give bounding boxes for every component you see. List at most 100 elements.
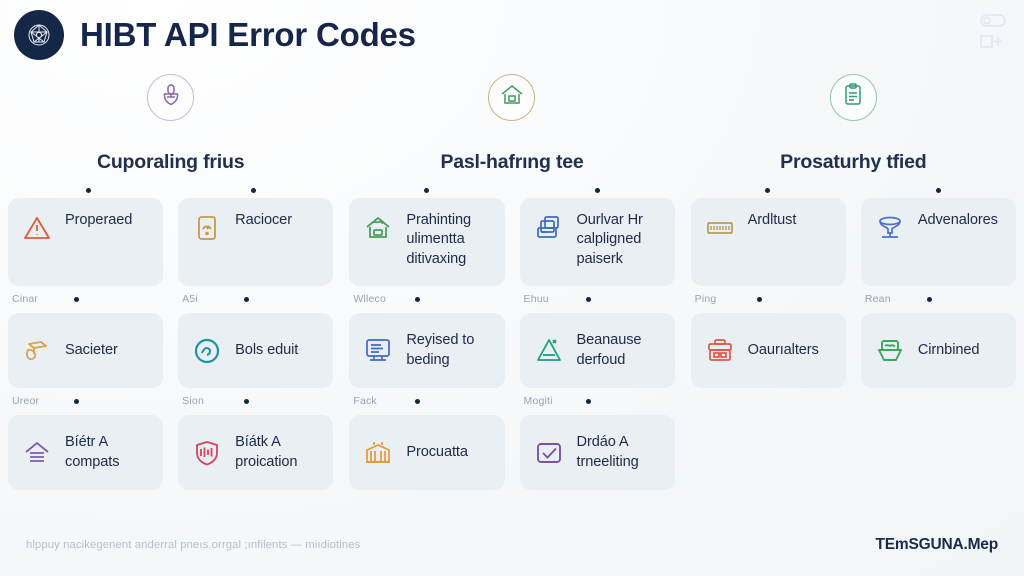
error-card[interactable]: Oaurıalters bbox=[690, 313, 846, 388]
bullet-dot bbox=[250, 188, 256, 193]
bullet-dot bbox=[85, 188, 91, 193]
bullet-dot bbox=[74, 398, 79, 404]
grid-cell: Cirnbined bbox=[860, 313, 1016, 388]
brand-logo bbox=[14, 10, 64, 60]
grid-cell: Bíétr A compats bbox=[8, 415, 164, 490]
column-1-icon-ring bbox=[488, 74, 536, 121]
column-0: Cuporaling frius bbox=[0, 74, 341, 193]
error-card[interactable]: Bíétr A compats bbox=[8, 415, 164, 490]
card-caption: Mogiti bbox=[523, 395, 553, 407]
card-caption-row: Fack bbox=[349, 388, 504, 415]
bullet-dot bbox=[415, 398, 421, 404]
bullet-dot bbox=[415, 296, 421, 302]
house-icon bbox=[499, 82, 525, 113]
error-card[interactable]: Bols eduit bbox=[178, 313, 334, 388]
error-card[interactable]: Properaed bbox=[8, 198, 164, 286]
error-card[interactable]: Bíátk A proication bbox=[178, 415, 334, 490]
column-headings: Cuporaling frius Pasl-hafrıng tee bbox=[0, 74, 1024, 193]
checkbox-icon bbox=[532, 436, 566, 470]
error-card-label: Raciocer bbox=[235, 212, 292, 228]
column-2-icon-ring bbox=[829, 74, 877, 121]
error-card-label: Bíátk A proication bbox=[235, 434, 298, 470]
grid-cell: Properaed Cinar bbox=[8, 198, 164, 313]
badge-label-icon bbox=[703, 211, 737, 245]
grid-cell: Sacieter Ureor bbox=[8, 313, 164, 415]
card-caption-row: Mogiti bbox=[520, 388, 675, 415]
grid-row: Prahinting ulimentta ditivaxing Wlleco bbox=[349, 198, 675, 313]
error-card[interactable]: Raciocer bbox=[178, 198, 334, 286]
error-card[interactable]: Cirnbined bbox=[860, 313, 1016, 388]
card-caption-row: Wlleco bbox=[349, 286, 504, 313]
error-card[interactable]: Reyised to beding bbox=[349, 313, 505, 388]
column-1: Pasl-hafrıng tee bbox=[341, 74, 682, 193]
corner-watermark bbox=[980, 14, 1006, 53]
error-card[interactable]: Ourlvar Hr calpligned paiserk bbox=[519, 198, 675, 286]
card-caption: Rean bbox=[864, 293, 891, 305]
bullet-dot bbox=[423, 188, 429, 193]
error-card-label: Properaed bbox=[65, 212, 133, 228]
clipboard-icon bbox=[840, 82, 866, 113]
square-plus-icon bbox=[980, 35, 1006, 53]
grid-row: Properaed Cinar bbox=[8, 198, 334, 313]
error-card-label: Prahinting ulimentta ditivaxing bbox=[406, 212, 472, 267]
error-card-label: Bols eduit bbox=[235, 341, 299, 358]
error-card-label: Sacieter bbox=[65, 341, 118, 358]
error-card[interactable]: Prahinting ulimentta ditivaxing bbox=[349, 198, 505, 286]
basket-laptop-icon bbox=[873, 334, 907, 368]
funnel-table-icon bbox=[873, 211, 907, 245]
error-card[interactable]: Beanause derfoud bbox=[519, 313, 675, 388]
error-card[interactable]: Advenalores bbox=[860, 198, 1016, 286]
hand-box-icon bbox=[20, 334, 54, 368]
shield-icon bbox=[190, 436, 224, 470]
card-caption: Sion bbox=[182, 395, 204, 407]
column-2-bullets bbox=[683, 188, 1024, 193]
bullet-dot bbox=[244, 296, 250, 302]
page-title: HIBT API Error Codes bbox=[80, 16, 416, 53]
error-card[interactable]: Drdáo A trneeliting bbox=[519, 415, 675, 490]
page-footer: hlppuy nacikegenent anderral pneıs.orrga… bbox=[0, 514, 1024, 576]
column-0-bullets bbox=[0, 188, 341, 193]
card-caption: Cinar bbox=[12, 293, 39, 305]
circle-check-icon bbox=[190, 334, 224, 368]
error-card[interactable]: Sacieter bbox=[8, 313, 164, 388]
footer-note: hlppuy nacikegenent anderral pneıs.orrga… bbox=[26, 539, 361, 551]
error-card-label: Bíétr A compats bbox=[65, 434, 120, 470]
card-caption-row: Ping bbox=[691, 286, 846, 313]
toolbox-icon bbox=[703, 334, 737, 368]
bullet-dot bbox=[594, 188, 600, 193]
bullet-dot bbox=[585, 398, 591, 404]
house-purple-icon bbox=[20, 436, 54, 470]
error-card[interactable]: Ardltust bbox=[690, 198, 846, 286]
grid-cell: Ardltust Ping bbox=[690, 198, 846, 313]
grid-cell: Oaurıalters bbox=[690, 313, 846, 388]
grid-cell: Prahinting ulimentta ditivaxing Wlleco bbox=[349, 198, 505, 313]
bullet-dot bbox=[936, 188, 942, 193]
error-card-label: Reyised to beding bbox=[406, 332, 475, 368]
warning-triangle-icon bbox=[20, 211, 54, 245]
grid-row: Ardltust Ping Advenalores bbox=[690, 198, 1016, 313]
bullet-dot bbox=[756, 296, 762, 302]
house-green-icon bbox=[361, 211, 395, 245]
grid-row: Sacieter Ureor Bols eduit bbox=[8, 313, 334, 415]
column-0-heading: Cuporaling frius bbox=[96, 151, 245, 173]
card-caption-row: A5i bbox=[178, 286, 333, 313]
toggle-switch-icon bbox=[980, 14, 1006, 32]
bullet-dot bbox=[926, 296, 932, 302]
monitor-icon bbox=[361, 334, 395, 368]
error-card-label: Oaurıalters bbox=[747, 341, 819, 358]
card-caption-row: Ehuu bbox=[520, 286, 675, 313]
grid-row: Procuatta Drdáo A trneeliting bbox=[349, 415, 675, 490]
card-caption-row: Ureor bbox=[8, 388, 163, 415]
grid-row: Reyised to beding Fack Bea bbox=[349, 313, 675, 415]
grid-cell: Bols eduit Sion bbox=[178, 313, 334, 415]
card-caption-row: Cinar bbox=[8, 286, 163, 313]
microphone-shield-icon bbox=[158, 82, 184, 113]
grid-row: Bíétr A compats Bíátk A proication bbox=[8, 415, 334, 490]
grid-column-2: Ardltust Ping Advenalores bbox=[683, 198, 1024, 490]
card-caption: Wlleco bbox=[353, 293, 387, 305]
error-card[interactable]: Procuatta bbox=[349, 415, 505, 490]
column-2: Prosaturhy tfied bbox=[683, 74, 1024, 193]
error-card-label: Ourlvar Hr calpligned paiserk bbox=[576, 212, 643, 267]
bullet-dot bbox=[244, 398, 250, 404]
card-caption: Ureor bbox=[12, 395, 40, 407]
